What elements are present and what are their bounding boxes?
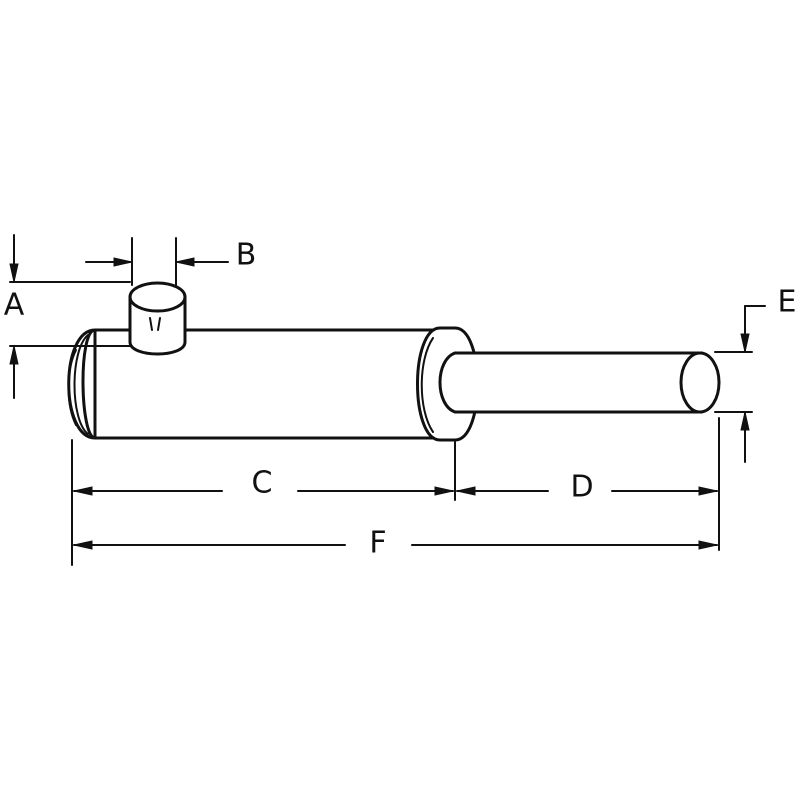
- muffler-left-end: [67, 328, 97, 440]
- arrow-a-top: [9, 263, 19, 283]
- dimension-f: F: [73, 526, 718, 561]
- arrow-b-right: [175, 257, 195, 267]
- dimension-e: E: [714, 285, 797, 463]
- arrow-d-right: [698, 486, 718, 496]
- dimension-b: B: [85, 237, 257, 286]
- outlet-pipe: [438, 351, 721, 414]
- arrow-f-left: [73, 540, 93, 550]
- arrow-a-bottom: [9, 345, 19, 365]
- label-b: B: [236, 238, 257, 273]
- arrow-c-right: [434, 486, 454, 496]
- arrow-e-top: [740, 333, 750, 353]
- arrow-e-bottom: [740, 411, 750, 431]
- label-f: F: [369, 526, 386, 561]
- label-e: E: [778, 285, 797, 320]
- arrow-d-left: [456, 486, 476, 496]
- arrow-f-right: [698, 540, 718, 550]
- arrow-b-left: [113, 257, 133, 267]
- inlet-pipe: [128, 281, 187, 356]
- arrow-c-left: [73, 486, 93, 496]
- label-c: C: [252, 466, 273, 501]
- dimension-d: D: [456, 470, 718, 505]
- dimension-a: A: [4, 234, 131, 399]
- extension-lines: [71, 417, 720, 566]
- dimension-c: C: [73, 466, 454, 501]
- label-d: D: [570, 470, 593, 505]
- label-a: A: [4, 288, 25, 323]
